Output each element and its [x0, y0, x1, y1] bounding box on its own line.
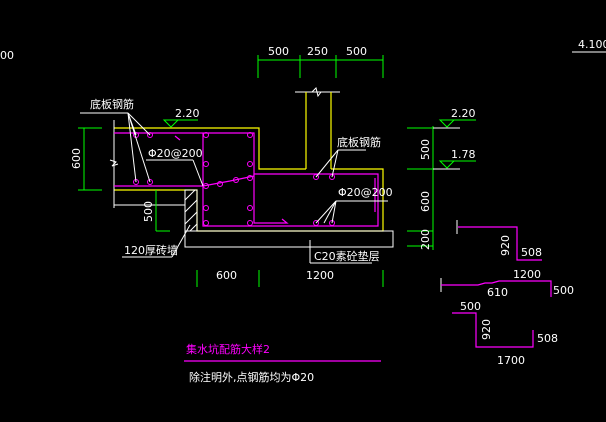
top-dimension: 500 250 500 — [257, 45, 384, 78]
bar-shape-3: 500 920 508 1700 — [452, 300, 558, 367]
bar-shape-1: 920 508 — [456, 220, 542, 261]
brick-wall — [184, 189, 198, 232]
dim-text: 500 — [346, 45, 367, 58]
bottom-rebar-label-left: 底板钢筋 — [90, 97, 134, 111]
dim-text: 600 — [419, 191, 432, 212]
stirrup-label-left: Φ20@200 — [148, 147, 203, 160]
level-label: 2.20 — [175, 107, 200, 120]
drawing-title: 集水坑配筋大样2 — [186, 342, 270, 356]
level-section: 2.20 1.78 500 600 200 — [407, 107, 476, 250]
pit-outline — [114, 127, 306, 170]
bar-shape-2: 1200 610 500 — [440, 268, 574, 299]
dim-text: 920 — [480, 319, 493, 340]
level-text: 1.78 — [451, 148, 476, 161]
level-text: 2.20 — [451, 107, 476, 120]
cushion-layer — [184, 230, 394, 248]
dim-text: 250 — [307, 45, 328, 58]
dim-text: 500 — [460, 300, 481, 313]
brick-wall-label: 120厚砖墙 — [124, 243, 178, 257]
dim-text: 508 — [521, 246, 542, 259]
dim-text: 600 — [70, 148, 83, 169]
dim-text: 200 — [419, 229, 432, 250]
cushion-label: C20素砼垫层 — [314, 249, 380, 263]
dim-text: 500 — [553, 284, 574, 297]
drawing-note: 除注明外,点钢筋均为Φ20 — [189, 370, 314, 384]
dim-text: 500 — [268, 45, 289, 58]
dim-text: 1700 — [497, 354, 525, 367]
dim-text: 500 — [142, 201, 155, 222]
dim-text: 500 — [419, 139, 432, 160]
dim-text: 1200 — [513, 268, 541, 281]
dim-text: 600 — [216, 269, 237, 282]
edge-left-text: 00 — [0, 49, 14, 62]
rebar — [114, 132, 379, 227]
dim-text: 920 — [499, 235, 512, 256]
stirrup-label-right: Φ20@200 — [338, 186, 393, 199]
edge-right-text: 4.100 — [578, 38, 606, 51]
bottom-rebar-label-right: 底板钢筋 — [337, 135, 381, 149]
dim-text: 610 — [487, 286, 508, 299]
dim-text: 508 — [537, 332, 558, 345]
dim-text: 1200 — [306, 269, 334, 282]
